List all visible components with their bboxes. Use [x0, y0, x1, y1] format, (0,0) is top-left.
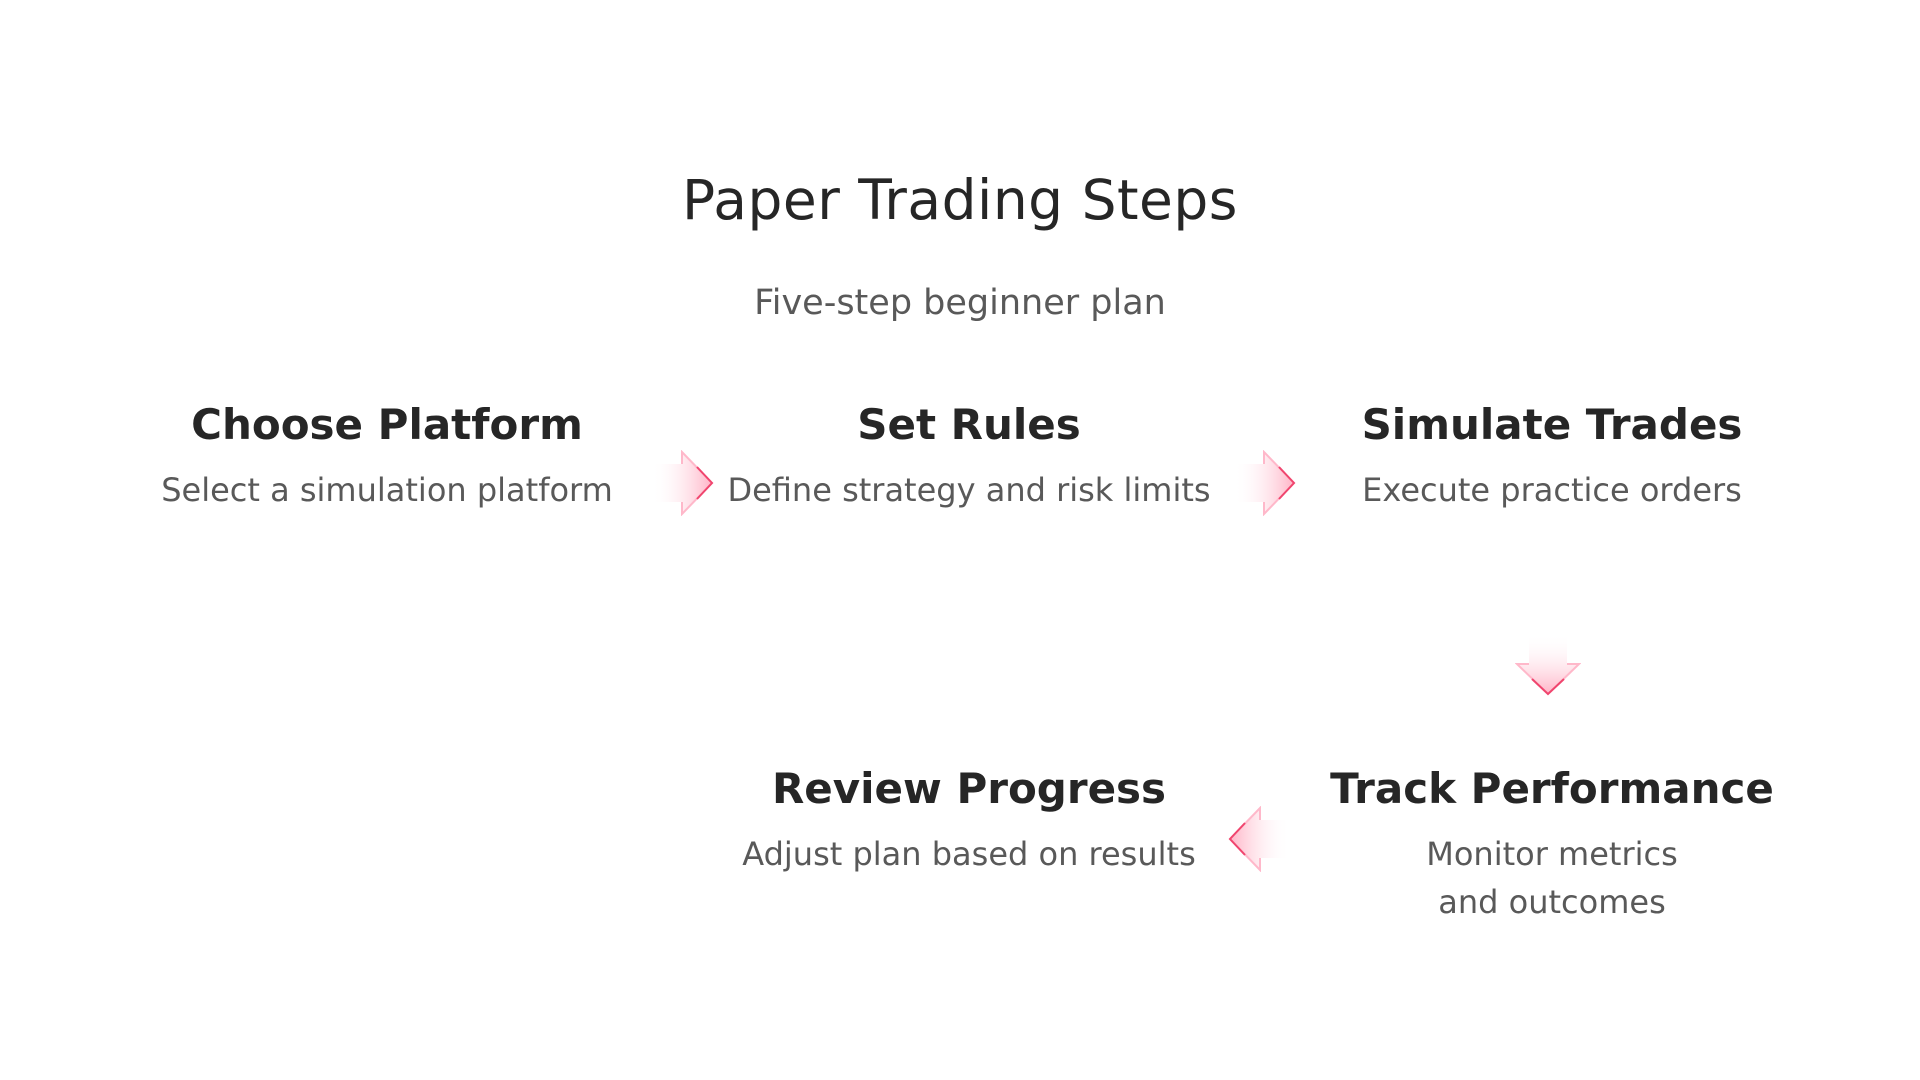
page-subtitle: Five-step beginner plan: [754, 283, 1166, 323]
arrow-down-icon: [1515, 634, 1581, 696]
step-description: Select a simulation platform: [161, 471, 613, 509]
step-title: Review Progress: [771, 764, 1167, 813]
step-review-progress: Review Progress Adjust plan based on res…: [709, 764, 1229, 878]
step-title: Choose Platform: [191, 400, 583, 449]
page-title: Paper Trading Steps: [682, 168, 1238, 232]
arrow-right-icon: [1234, 450, 1296, 516]
step-choose-platform: Choose Platform Select a simulation plat…: [127, 400, 647, 514]
step-description: Monitor metrics and outcomes: [1426, 835, 1678, 921]
arrow-right-icon: [652, 450, 714, 516]
step-description: Define strategy and risk limits: [727, 471, 1211, 509]
step-simulate-trades: Simulate Trades Execute practice orders: [1292, 400, 1812, 514]
step-title: Simulate Trades: [1361, 400, 1743, 449]
step-title: Set Rules: [857, 400, 1081, 449]
step-set-rules: Set Rules Define strategy and risk limit…: [709, 400, 1229, 514]
arrow-left-icon: [1228, 806, 1290, 872]
step-title: Track Performance: [1330, 764, 1774, 813]
step-description: Execute practice orders: [1362, 471, 1742, 509]
step-description: Adjust plan based on results: [742, 835, 1196, 873]
step-track-performance: Track Performance Monitor metrics and ou…: [1292, 764, 1812, 926]
